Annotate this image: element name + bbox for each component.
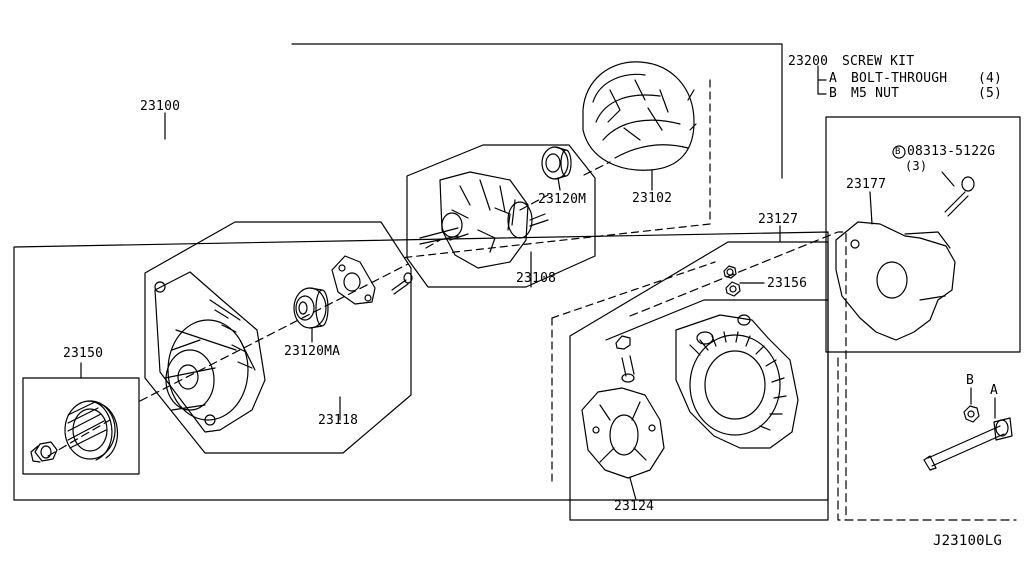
retainer-screw-icon [391, 272, 413, 295]
through-bolt-icon [923, 417, 1013, 471]
screw-kit-item-a-qty: (4) [978, 71, 1003, 86]
label-23177: 23177 [846, 177, 887, 192]
rear-assembly-box [569, 241, 829, 521]
screw-kit-item-b-name: M5 NUT [851, 86, 900, 101]
rotor-icon [419, 171, 549, 269]
rear-axis-dashed [629, 231, 847, 521]
label-23124: 23124 [614, 499, 655, 514]
label-23102: 23102 [632, 191, 673, 206]
rear-assembly-outer-dashed [551, 261, 716, 485]
rear-bridge-box [605, 299, 829, 341]
front-bearing-icon [293, 287, 329, 329]
leader-23124 [629, 477, 637, 501]
label-23156: 23156 [767, 276, 808, 291]
rear-housing-icon [675, 314, 799, 449]
screw-kit-title: SCREW KIT [842, 54, 915, 69]
screw-kit-item-a-key: A [829, 71, 838, 86]
terminal-bolt-icon [615, 335, 635, 383]
stator-dashed-group [399, 79, 711, 259]
leader-23177 [869, 191, 873, 225]
retainer-plate-icon [331, 255, 376, 305]
m5-nut-icon [723, 265, 741, 297]
circled-b-marker [892, 145, 906, 159]
label-23100: 23100 [140, 99, 181, 114]
bolt-callout-part: 08313-5122G [907, 144, 996, 159]
label-23120MA: 23120MA [284, 344, 341, 359]
screw-kit-bracket [817, 65, 827, 95]
screw-kit-item-a-name: BOLT-THROUGH [851, 71, 948, 86]
front-housing-icon [154, 271, 266, 433]
label-23118: 23118 [318, 413, 359, 428]
rear-cover-box [825, 116, 1021, 353]
bolt-callout-marker: B [895, 147, 901, 157]
rectifier-plate-icon [581, 387, 665, 479]
rear-bearing-icon [541, 146, 572, 180]
label-23150: 23150 [63, 346, 104, 361]
hardware-marker-a: A [990, 383, 999, 398]
lower-dashed [837, 357, 1017, 521]
label-23120M: 23120M [538, 192, 587, 207]
assembly-boundary-23100 [13, 43, 829, 501]
rotor-group-box [406, 144, 596, 288]
label-23127: 23127 [758, 212, 799, 227]
screw-kit-item-b-key: B [829, 86, 838, 101]
hardware-marker-b: B [966, 373, 975, 388]
bolt-callout-qty: (3) [905, 159, 928, 173]
main-axis-dashed [47, 161, 611, 457]
label-23108: 23108 [516, 271, 557, 286]
rear-cover-icon [835, 176, 975, 341]
screw-kit-item-b-qty: (5) [978, 86, 1003, 101]
diagram-code: J23100LG [933, 533, 1003, 549]
pulley-icon [64, 400, 119, 461]
through-bolt-nut-icon [963, 405, 980, 423]
stator-icon [582, 61, 697, 171]
leader-23120M [557, 177, 561, 191]
front-housing-box [144, 221, 412, 454]
pulley-nut-icon [30, 441, 58, 463]
leader-bolt-callout [941, 171, 955, 187]
screw-kit-part-number: 23200 [788, 54, 829, 69]
